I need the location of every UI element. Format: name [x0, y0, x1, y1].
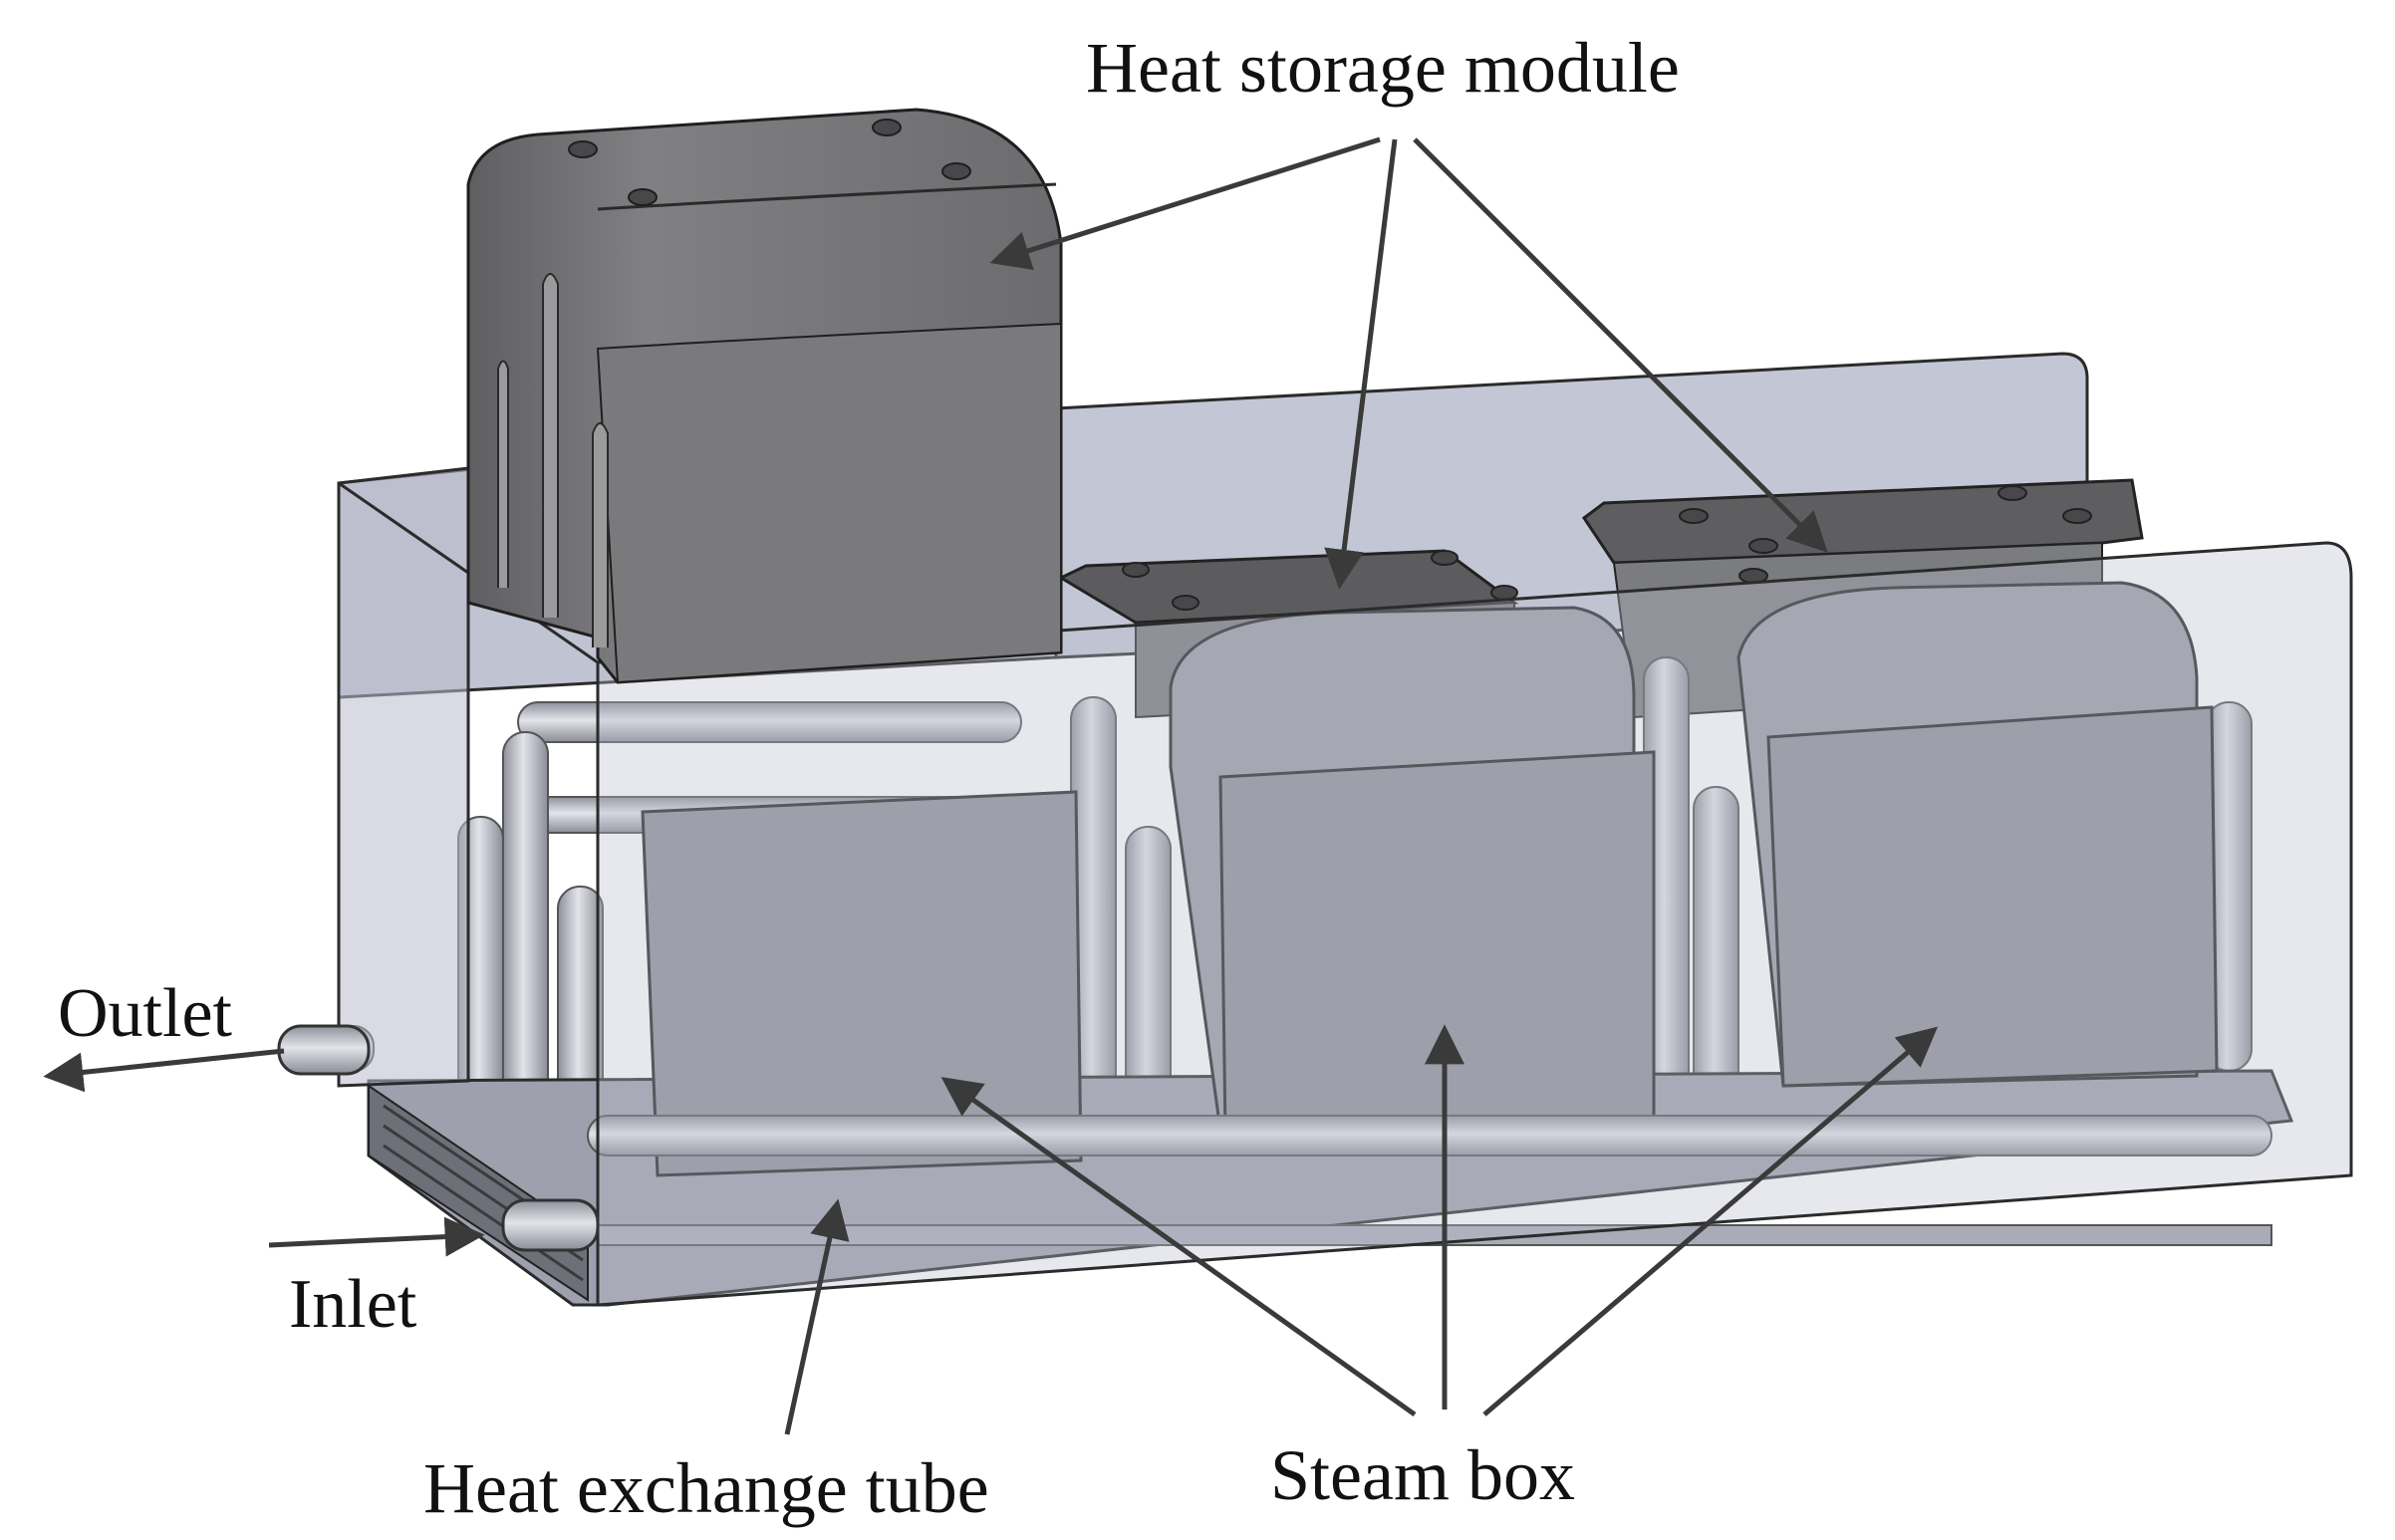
arrow-heat-exchange-tube — [784, 1198, 850, 1435]
label-outlet: Outlet — [58, 975, 233, 1052]
arrow-to-module-right — [1413, 137, 1828, 553]
callout-arrows — [43, 136, 1939, 1435]
arrow-to-module-left — [989, 136, 1381, 270]
arrow-to-module-middle — [1324, 138, 1398, 590]
arrow-steam-box-1 — [940, 1077, 1417, 1417]
label-heat-exchange-tube: Heat exchange tube — [423, 1448, 989, 1528]
steam-box-2 — [1169, 606, 1656, 1138]
label-steam-box: Steam box — [1270, 1435, 1575, 1515]
steam-box-3 — [1736, 581, 2219, 1088]
outlet-pipe — [277, 1024, 371, 1076]
inlet-pipe — [501, 1198, 600, 1252]
container-front — [337, 466, 2353, 1307]
arrow-outlet — [43, 1048, 285, 1093]
label-inlet: Inlet — [289, 1266, 417, 1343]
arrow-inlet — [268, 1216, 485, 1257]
label-heat-storage-module: Heat storage module — [1086, 28, 1680, 108]
heat-storage-module-left — [466, 108, 1063, 684]
arrow-steam-box-3 — [1482, 1026, 1939, 1416]
